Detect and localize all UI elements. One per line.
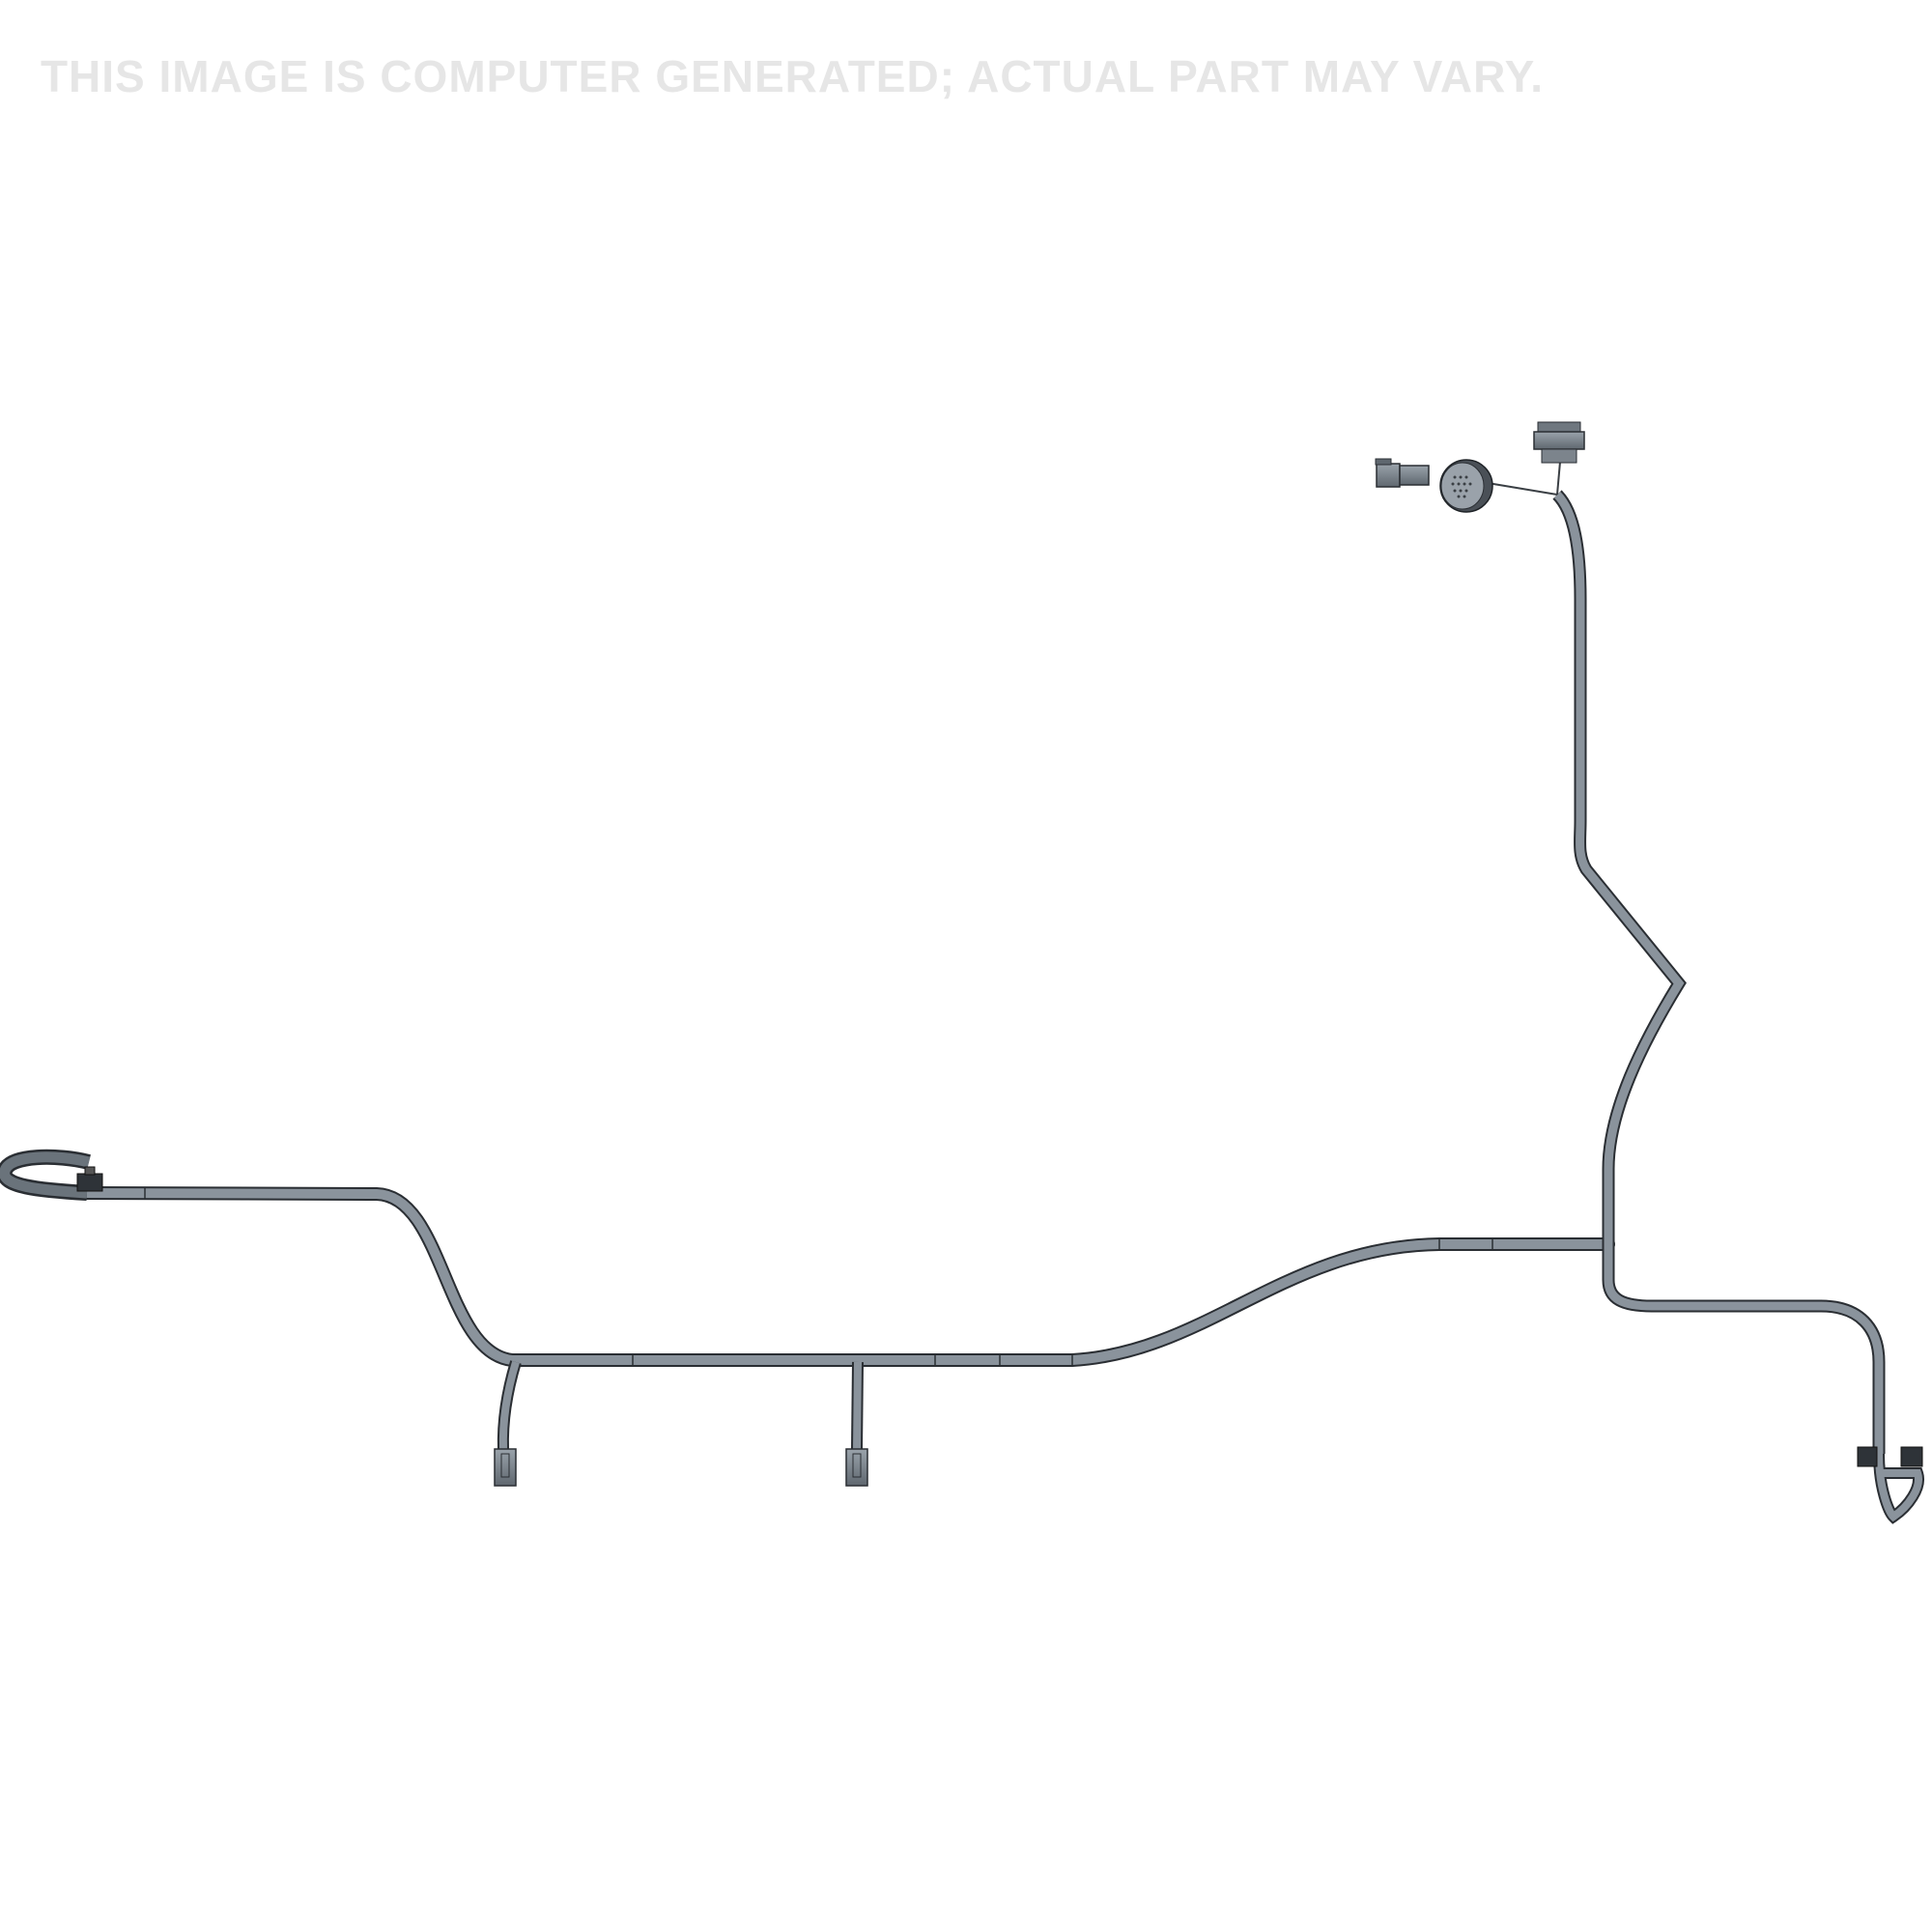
drop-connector-1 [494,1448,517,1487]
drop-cable-2 [851,1361,864,1450]
right-branch-cable [1602,1244,1924,1524]
main-cable [80,1186,1615,1367]
circular-multipin-connector [1439,459,1493,513]
rectangular-connector-top-left [1375,458,1430,488]
thin-wires [1487,461,1561,496]
loop-connector-left [76,1166,103,1192]
round-connector-top [1533,421,1585,464]
drop-connector-2 [845,1448,868,1487]
drop-cable-1 [497,1360,522,1450]
left-loop-cable [0,1149,91,1201]
segment-marks [144,1187,1493,1366]
dual-connector-right [1857,1446,1923,1467]
riser-cable [1552,490,1687,1244]
disclaimer-watermark: THIS IMAGE IS COMPUTER GENERATED; ACTUAL… [40,51,1545,101]
